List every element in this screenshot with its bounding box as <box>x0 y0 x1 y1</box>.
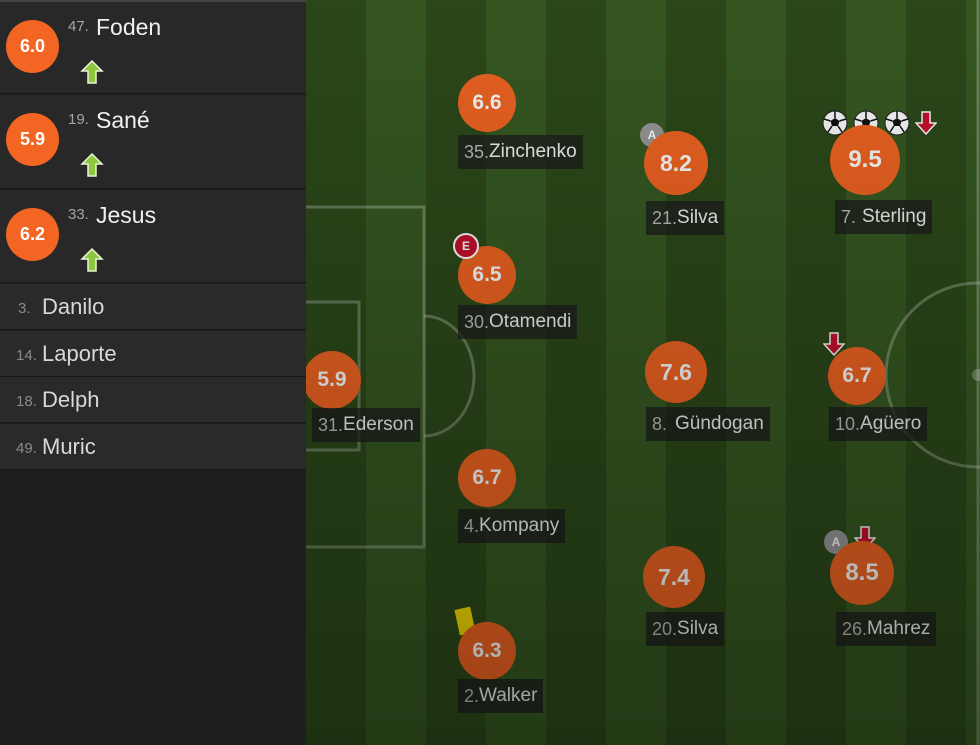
shirt-number: 3. <box>18 300 31 317</box>
shirt-number: 10. <box>835 413 861 434</box>
player-rating: 8.5 <box>830 541 894 605</box>
player-name: Sterling <box>862 206 927 227</box>
bench-player-row[interactable]: 49. Muric <box>0 424 306 470</box>
player-name: Zinchenko <box>489 141 577 162</box>
player-label: 31.Ederson <box>312 408 420 442</box>
player-label: 30.Otamendi <box>458 305 578 339</box>
bench-player-row[interactable]: 14. Laporte <box>0 331 306 377</box>
shirt-number: 20. <box>652 618 678 639</box>
shirt-number: 47. <box>68 18 89 35</box>
player-name: Sané <box>96 107 150 133</box>
player-aguero[interactable]: 6.7 10.Agüero <box>823 332 928 441</box>
player-name: Gündogan <box>675 413 764 434</box>
player-name: Otamendi <box>489 311 572 332</box>
bench-player-row[interactable]: 18. Delph <box>0 377 306 423</box>
player-otamendi[interactable]: 6.5 E 30.Otamendi <box>453 233 578 339</box>
player-rating: 5.9 <box>6 113 59 166</box>
player-walker[interactable]: 6.3 2.Walker <box>454 606 544 713</box>
shirt-number: 7. <box>841 206 857 227</box>
shirt-number: 2. <box>464 685 480 706</box>
player-name: Walker <box>479 685 538 706</box>
player-name: Agüero <box>860 413 922 434</box>
player-label: 35.Zinchenko <box>458 135 583 169</box>
goal-ball-icon <box>884 110 910 136</box>
shirt-number: 18. <box>16 393 37 410</box>
player-rating: 6.2 <box>6 208 59 261</box>
shirt-number: 49. <box>16 440 37 457</box>
player-name: Danilo <box>42 294 105 319</box>
player-name: Mahrez <box>867 618 931 639</box>
player-rating: 5.9 <box>306 351 361 409</box>
player-rating: 9.5 <box>830 125 900 195</box>
player-ederson[interactable]: 5.9 31.Ederson <box>306 351 420 442</box>
goal-ball-icon <box>822 110 848 136</box>
shirt-number: 21. <box>652 207 678 228</box>
player-rating: 6.0 <box>6 20 59 73</box>
player-name: Delph <box>42 387 100 412</box>
error-badge-icon: E <box>453 233 479 259</box>
player-mahrez[interactable]: A 8.5 26.Mahrez <box>824 526 937 646</box>
shirt-number: 35. <box>464 141 490 162</box>
substitution-out-arrow-icon <box>915 111 937 136</box>
player-rating: 6.7 <box>828 347 886 405</box>
player-rating: 6.3 <box>458 622 516 680</box>
substitution-out-arrow-icon <box>823 332 845 357</box>
player-silva-20[interactable]: 7.4 20.Silva <box>643 546 725 646</box>
substitute-row[interactable]: 6.2 33. Jesus <box>0 190 306 283</box>
player-name: Laporte <box>42 341 117 366</box>
player-label: 10.Agüero <box>829 407 928 441</box>
player-rating: 6.7 <box>458 449 516 507</box>
player-name: Silva <box>677 207 719 228</box>
player-label: 20.Silva <box>646 612 725 646</box>
shirt-number: 30. <box>464 311 490 332</box>
substitution-in-arrow-icon <box>80 152 104 177</box>
substitutes-panel: 6.0 47. Foden 5.9 19. Sané 6.2 33. Jesus… <box>0 0 306 745</box>
player-label: 8. Gündogan <box>646 407 770 441</box>
shirt-number: 14. <box>16 347 37 364</box>
substitute-row[interactable]: 5.9 19. Sané <box>0 95 306 189</box>
bench-player-row[interactable]: 3. Danilo <box>0 284 306 330</box>
player-silva-21[interactable]: A 8.2 21.Silva <box>640 123 725 235</box>
substitution-in-arrow-icon <box>80 59 104 84</box>
player-name: Foden <box>96 14 162 40</box>
shirt-number: 19. <box>68 111 89 128</box>
pitch: 5.9 31.Ederson 6.6 35.Zinchenko 6.5 E 30… <box>306 0 980 745</box>
shirt-number: 4. <box>464 515 480 536</box>
player-name: Kompany <box>479 515 560 536</box>
shirt-number: 8. <box>652 413 668 434</box>
player-rating: 8.2 <box>644 131 708 195</box>
player-name: Muric <box>42 434 96 459</box>
shirt-number: 26. <box>842 618 868 639</box>
player-label: 2.Walker <box>458 679 544 713</box>
player-label: 4.Kompany <box>458 509 566 543</box>
player-rating: 6.6 <box>458 74 516 132</box>
player-rating: 7.4 <box>643 546 705 608</box>
player-rating: 7.6 <box>645 341 707 403</box>
shirt-number: 33. <box>68 206 89 223</box>
player-label: 26.Mahrez <box>836 612 937 646</box>
player-name: Silva <box>677 618 719 639</box>
player-name: Jesus <box>96 202 157 228</box>
shirt-number: 31. <box>318 414 344 435</box>
player-sterling[interactable]: 9.5 7.Sterling <box>822 110 937 234</box>
player-label: 21.Silva <box>646 201 725 235</box>
assist-badge-icon: A <box>824 530 848 554</box>
player-zinchenko[interactable]: 6.6 35.Zinchenko <box>458 74 583 169</box>
substitution-in-arrow-icon <box>80 247 104 272</box>
player-gundogan[interactable]: 7.6 8. Gündogan <box>645 341 770 441</box>
player-label: 7.Sterling <box>835 200 933 234</box>
player-name: Ederson <box>343 414 414 435</box>
substitute-row[interactable]: 6.0 47. Foden <box>0 0 306 94</box>
player-kompany[interactable]: 6.7 4.Kompany <box>458 449 566 543</box>
